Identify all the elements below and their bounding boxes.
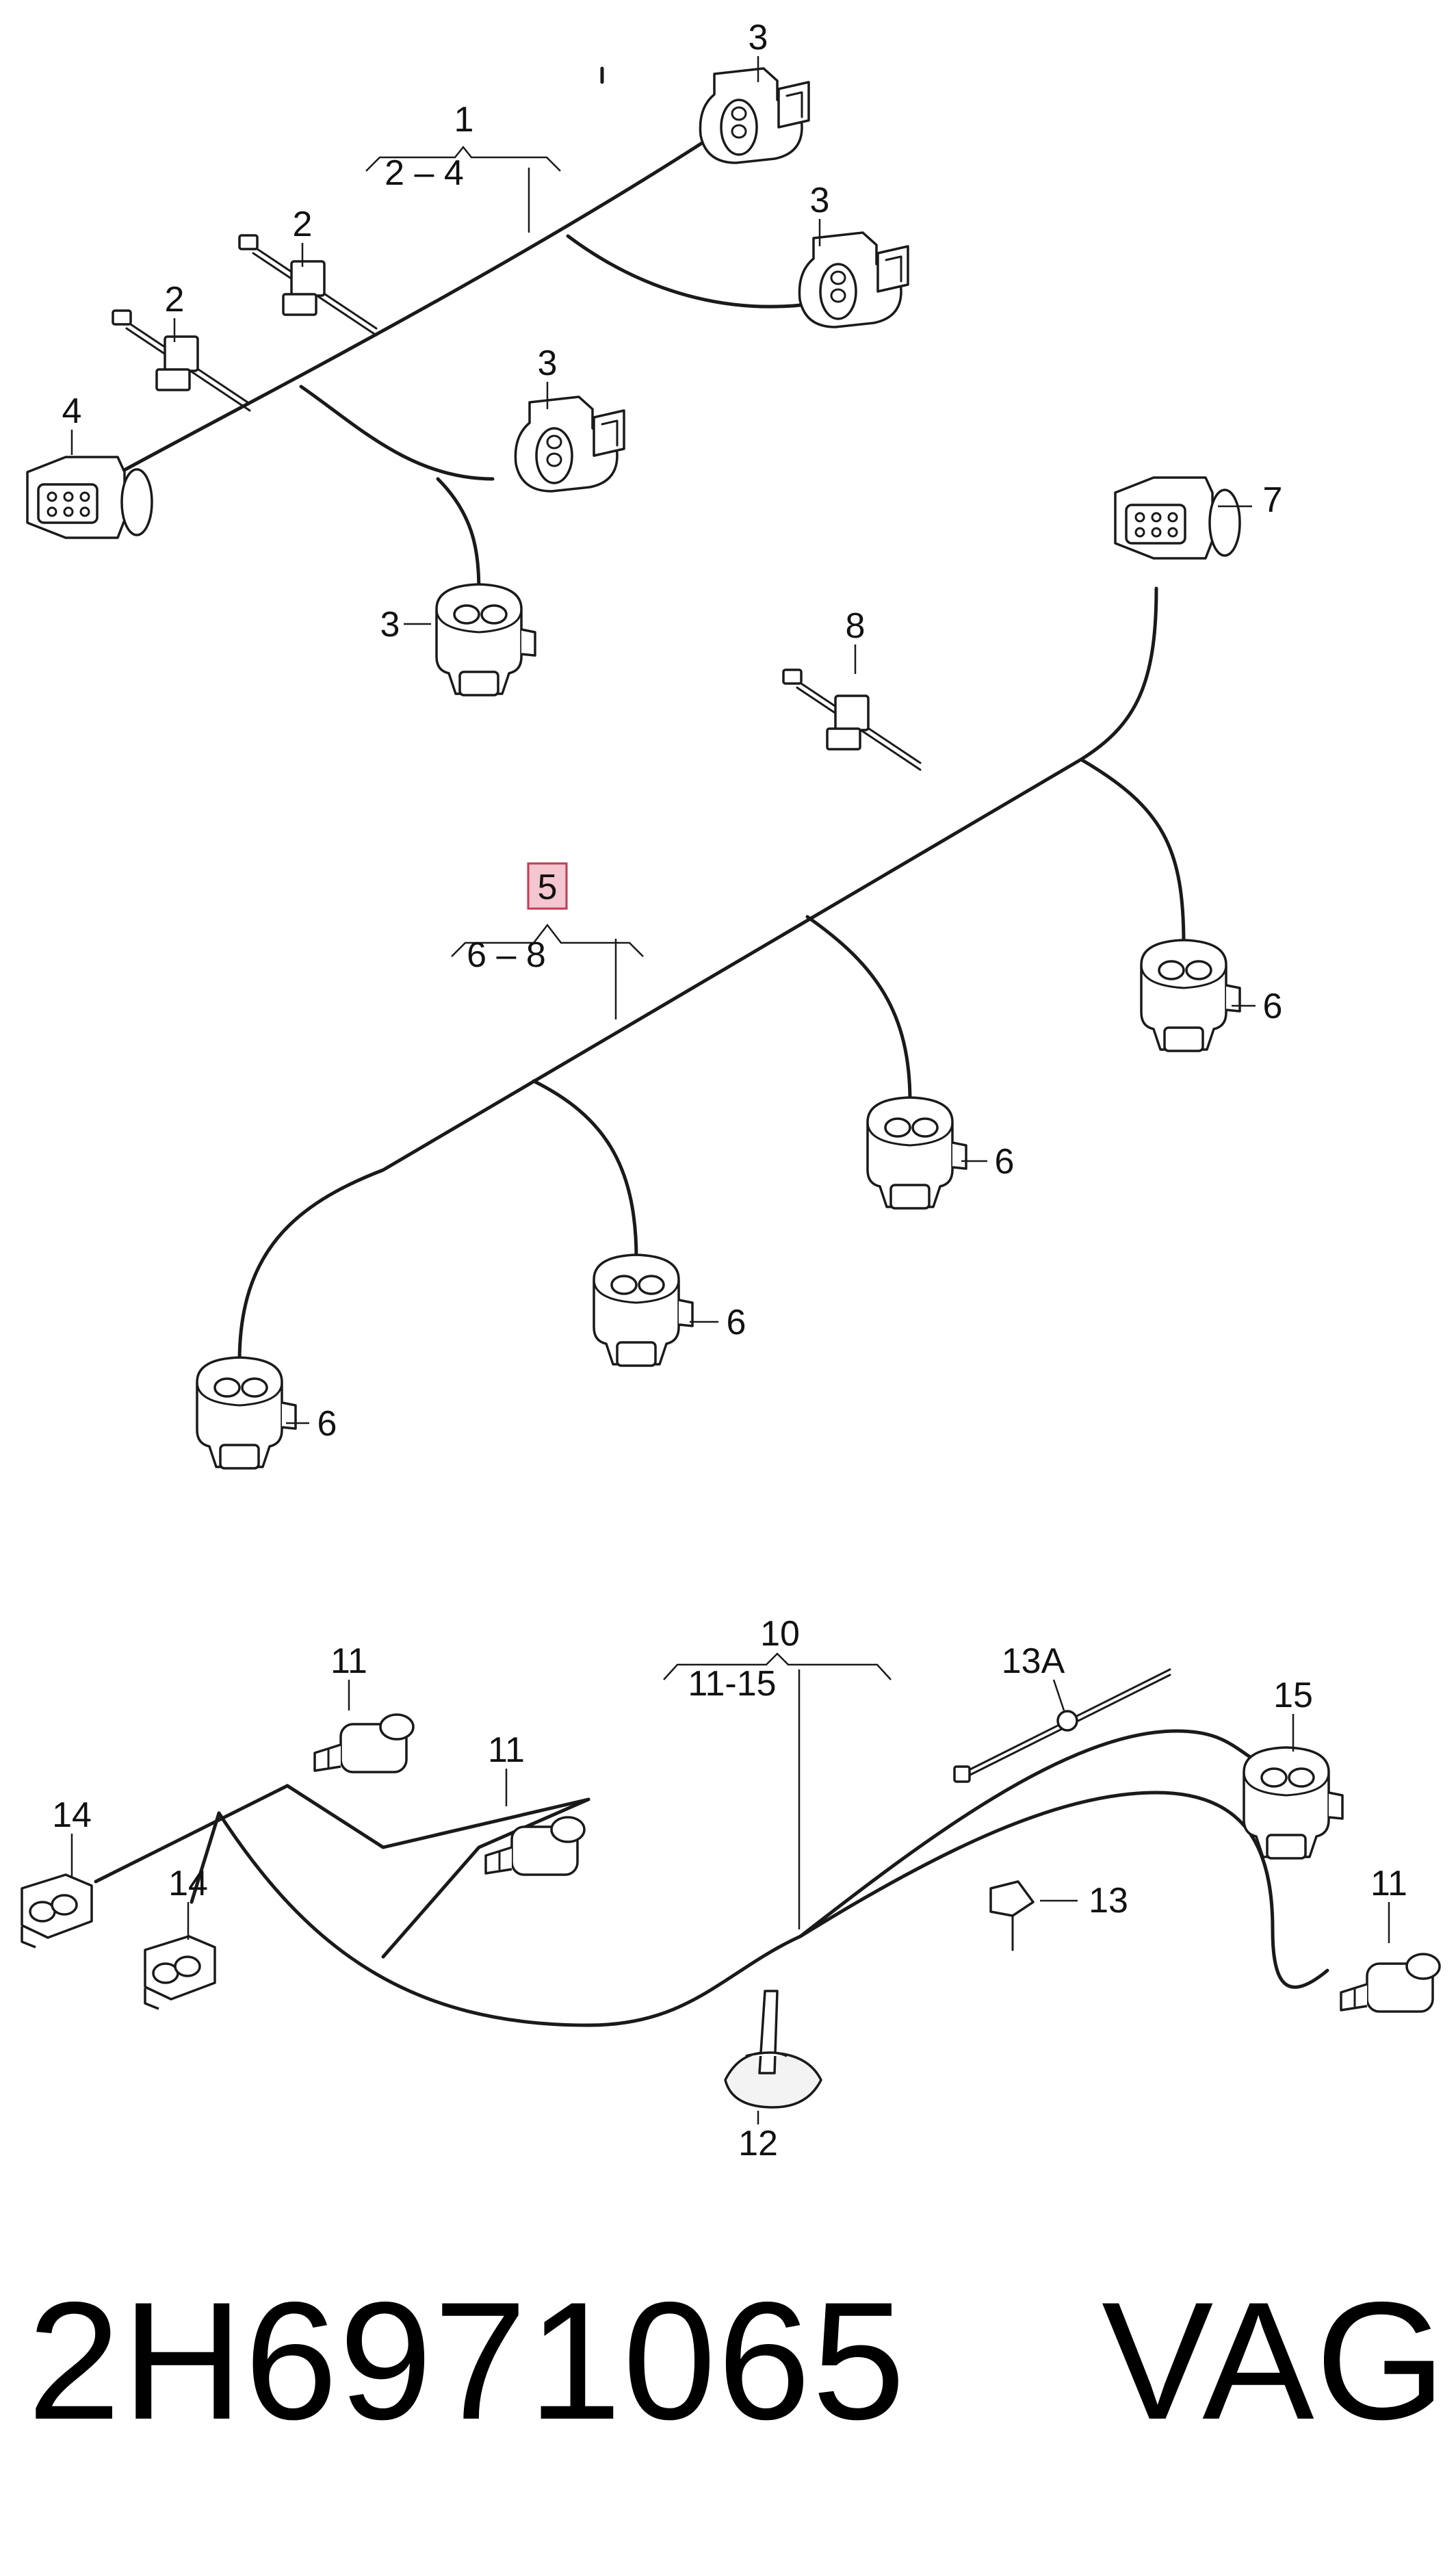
callout-5: 5 [538,868,558,907]
callout-7: 7 [1263,480,1283,520]
clip-2-lower [112,309,251,412]
clip-8 [782,668,922,771]
brand-label: VAG [1102,2267,1448,2454]
harness-group-10: 10 11-15 11 11 11 14 14 15 13A 13 12 [21,1614,1441,2163]
connector-4 [26,456,153,539]
callout-2a: 2 [293,205,313,244]
callout-3c: 3 [538,343,558,383]
callout-5-range: 6 – 8 [467,935,546,975]
callout-6d: 6 [317,1404,337,1444]
callout-3b: 3 [810,181,830,220]
callout-1-range: 2 – 4 [385,153,464,193]
connector-7 [1114,476,1241,560]
callout-11b: 11 [488,1730,525,1770]
connector-3-upper-right [798,231,909,328]
callout-10-range: 11-15 [688,1664,776,1704]
callout-6a: 6 [1263,987,1283,1026]
harness-group-5: 5 6 – 8 7 8 6 6 6 6 [196,476,1283,1470]
callout-14b: 14 [168,1864,208,1903]
sensor-11-right [1340,1953,1441,2013]
callout-5-highlight [527,862,568,910]
sensor-11-center [484,1816,586,1876]
callout-2b: 2 [165,280,185,320]
connector-6-right [1140,939,1241,1052]
callout-13a: 13A [1002,1641,1065,1681]
connector-3-middle [514,395,625,493]
harness-10-trunk [217,1791,1329,2027]
connector-3-top [699,67,810,164]
callout-10: 10 [760,1614,800,1654]
callout-4: 4 [62,391,82,431]
callout-11a: 11 [330,1641,367,1681]
harness-group-1: 1 2 – 4 3 3 3 3 2 2 4 [26,18,909,697]
callout-14a: 14 [52,1795,92,1835]
connector-3-lower [435,583,536,697]
sensor-11-upper-left [313,1713,415,1773]
footer: 2H6971065 VAG [0,2258,1456,2463]
callout-1: 1 [454,100,474,140]
connector-6-mid-right [866,1096,967,1210]
harness-5-trunk [237,586,1158,1364]
connector-14-left [21,1873,93,1949]
connector-14-center [144,1935,216,2010]
connector-6-mid-left [593,1253,694,1367]
fastener-13 [989,1880,1035,1917]
callout-6c: 6 [727,1303,746,1342]
callout-6b: 6 [995,1142,1015,1182]
connector-6-left [196,1356,297,1470]
part-number: 2H6971065 [27,2267,907,2454]
harness-1-trunk [94,135,714,488]
callout-12: 12 [738,2124,778,2163]
clip-2-upper [238,234,378,337]
callout-13: 13 [1089,1881,1128,1921]
callout-8: 8 [846,606,866,646]
callout-11c: 11 [1370,1864,1407,1903]
connector-15 [1243,1746,1344,1860]
callout-3a: 3 [749,18,768,57]
callout-3d: 3 [380,605,400,645]
callout-15: 15 [1273,1676,1313,1715]
